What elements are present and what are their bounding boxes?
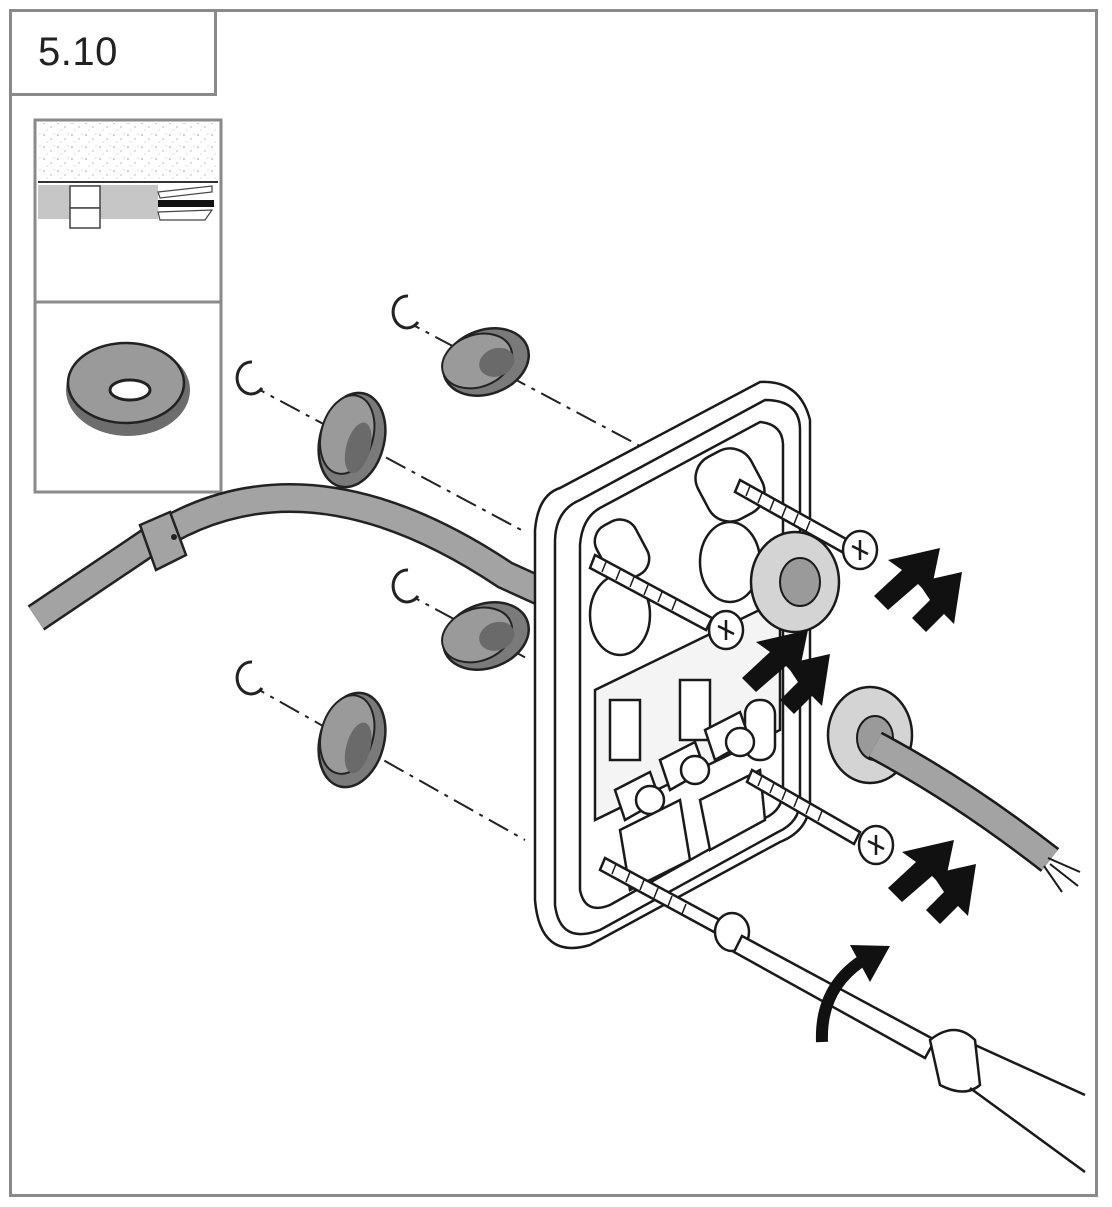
detail-inset-icon bbox=[33, 118, 223, 494]
terminal-posts bbox=[613, 710, 767, 892]
supply-cable bbox=[867, 731, 1081, 893]
wall-cable bbox=[27, 482, 567, 631]
screwdriver-icon bbox=[732, 934, 1086, 1174]
push-arrow-icon bbox=[742, 548, 976, 924]
oval-grommet-icon bbox=[66, 341, 190, 436]
figure-frame bbox=[9, 9, 1098, 1197]
step-number: 5.10 bbox=[38, 30, 118, 74]
loose-grommets bbox=[317, 327, 531, 789]
step-number-box: 5.10 bbox=[9, 9, 217, 96]
rotate-arrow-icon bbox=[815, 945, 890, 1043]
screw-icon bbox=[588, 478, 895, 953]
retaining-clips bbox=[235, 294, 420, 696]
